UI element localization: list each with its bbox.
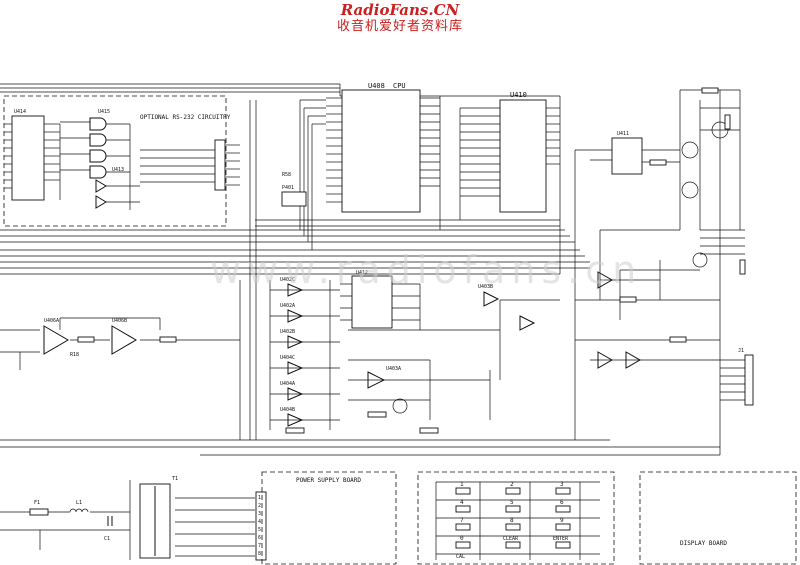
amp-u404a: U404A [280, 381, 295, 387]
u413-label: U413 [112, 167, 124, 173]
key-9: 9 [560, 517, 564, 524]
amp-u404c: U404C [280, 355, 295, 361]
key-1: 1 [460, 481, 464, 488]
u414-label: U414 [14, 109, 26, 115]
power-supply: F1 L1 C1 T1 1 2 3 4 5 6 7 8 [0, 476, 267, 561]
pin-3: 3 [258, 511, 261, 517]
key-8: 8 [510, 517, 514, 524]
key-0: 0 [460, 535, 464, 542]
u410-label: U410 [510, 91, 527, 99]
key-7: 7 [460, 517, 464, 524]
amp-u403b: U403B [478, 284, 493, 290]
amp-u406b: U406B [112, 318, 127, 324]
memory-u410: U410 [459, 91, 560, 220]
pin-6: 6 [258, 535, 261, 541]
rs232-label: OPTIONAL RS-232 CIRCUITRY [140, 114, 231, 121]
pin-8: 8 [258, 551, 261, 557]
t1-label: T1 [172, 476, 178, 482]
site-header: RadioFans.CN 收音机爱好者资料库 [0, 2, 800, 35]
cpu-name: CPU [393, 82, 406, 90]
key-enter: ENTER [553, 536, 569, 542]
key-cal: CAL [456, 554, 465, 560]
amp-u404b: U404B [280, 407, 295, 413]
display-board-region: DISPLAY BOARD [639, 471, 797, 565]
key-6: 6 [560, 499, 564, 506]
power-board-region: POWER SUPPLY BOARD [261, 471, 397, 565]
amp-u402b: U402B [280, 329, 295, 335]
keypad-region: 1 2 3 4 5 6 7 8 9 0 CLEAR ENTER CAL [417, 471, 615, 565]
key-3: 3 [560, 481, 564, 488]
p401-label: P401 [282, 185, 294, 191]
site-subtitle: 收音机爱好者资料库 [336, 19, 463, 34]
driver-circuit: U411 [575, 87, 746, 320]
u411-label: U411 [617, 131, 629, 137]
output-section: J1 [575, 260, 754, 406]
u415-label: U415 [98, 109, 110, 115]
cpu-u408: U408 CPU P401 [281, 82, 440, 250]
bus-lines [0, 83, 721, 456]
power-board-label: POWER SUPPLY BOARD [296, 477, 361, 484]
amp-u403a: U403A [386, 366, 401, 372]
amp-u406a: U406A [44, 318, 59, 324]
key-clear: CLEAR [503, 536, 519, 542]
pin-2: 2 [258, 503, 261, 509]
pin-5: 5 [258, 527, 261, 533]
site-title: RadioFans.CN [340, 1, 460, 19]
f1-label: F1 [34, 500, 40, 506]
u412-label: U412 [356, 270, 368, 276]
j1-label: J1 [738, 348, 744, 354]
cpu-ref: U408 [368, 82, 385, 90]
display-board-label: DISPLAY BOARD [680, 540, 727, 547]
key-5: 5 [510, 499, 514, 506]
amp-u402a: U402A [280, 303, 295, 309]
input-amps: U406A U406B R18 [0, 280, 241, 440]
c1-label: C1 [104, 536, 110, 542]
opamp-chain: U402C U402A U402B U404C U404A U404B U403… [269, 270, 560, 434]
pin-7: 7 [258, 543, 261, 549]
watermark: www.radiofans.cn [210, 248, 643, 292]
amp-u402c: U402C [280, 277, 295, 283]
pin-4: 4 [258, 519, 261, 525]
pin-1: 1 [258, 495, 261, 501]
key-4: 4 [460, 499, 464, 506]
key-2: 2 [510, 481, 514, 488]
r58-label: R58 [282, 172, 291, 178]
l1-label: L1 [76, 500, 82, 506]
rs232-region: OPTIONAL RS-232 CIRCUITRY U414 U415 [3, 95, 240, 227]
r18-label: R18 [70, 352, 79, 358]
